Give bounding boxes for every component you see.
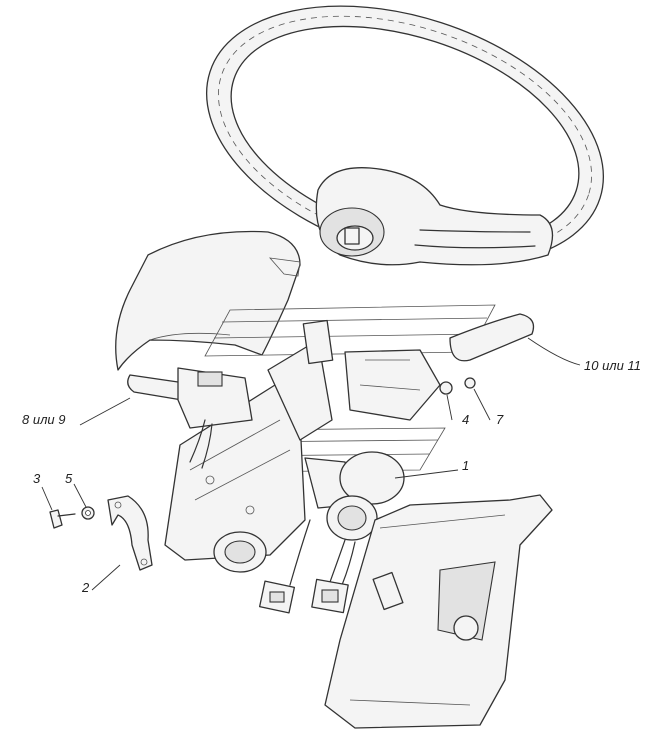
steering-column [164, 319, 334, 573]
lower-shroud [324, 494, 553, 729]
right-stalk-switch [344, 313, 535, 421]
ignition-switch [304, 451, 405, 586]
leader-lines [41, 337, 581, 591]
callout-1: 1 [462, 458, 469, 473]
clamp-bracket [107, 495, 153, 571]
callout-10-or-11: 10 или 11 [584, 358, 641, 373]
callout-3: 3 [33, 471, 41, 486]
callout-7: 7 [496, 412, 504, 427]
callout-5: 5 [65, 471, 73, 486]
left-stalk-switch [127, 367, 253, 469]
callout-labels: 10 или 11 8 или 9 4 7 1 3 5 2 [22, 358, 641, 595]
upper-shroud [115, 230, 301, 371]
steering-wheel [206, 5, 604, 266]
callout-2: 2 [81, 580, 90, 595]
callout-8-or-9: 8 или 9 [22, 412, 65, 427]
callout-4: 4 [462, 412, 469, 427]
screw-and-washer [49, 506, 95, 529]
wire-connectors [258, 519, 349, 614]
